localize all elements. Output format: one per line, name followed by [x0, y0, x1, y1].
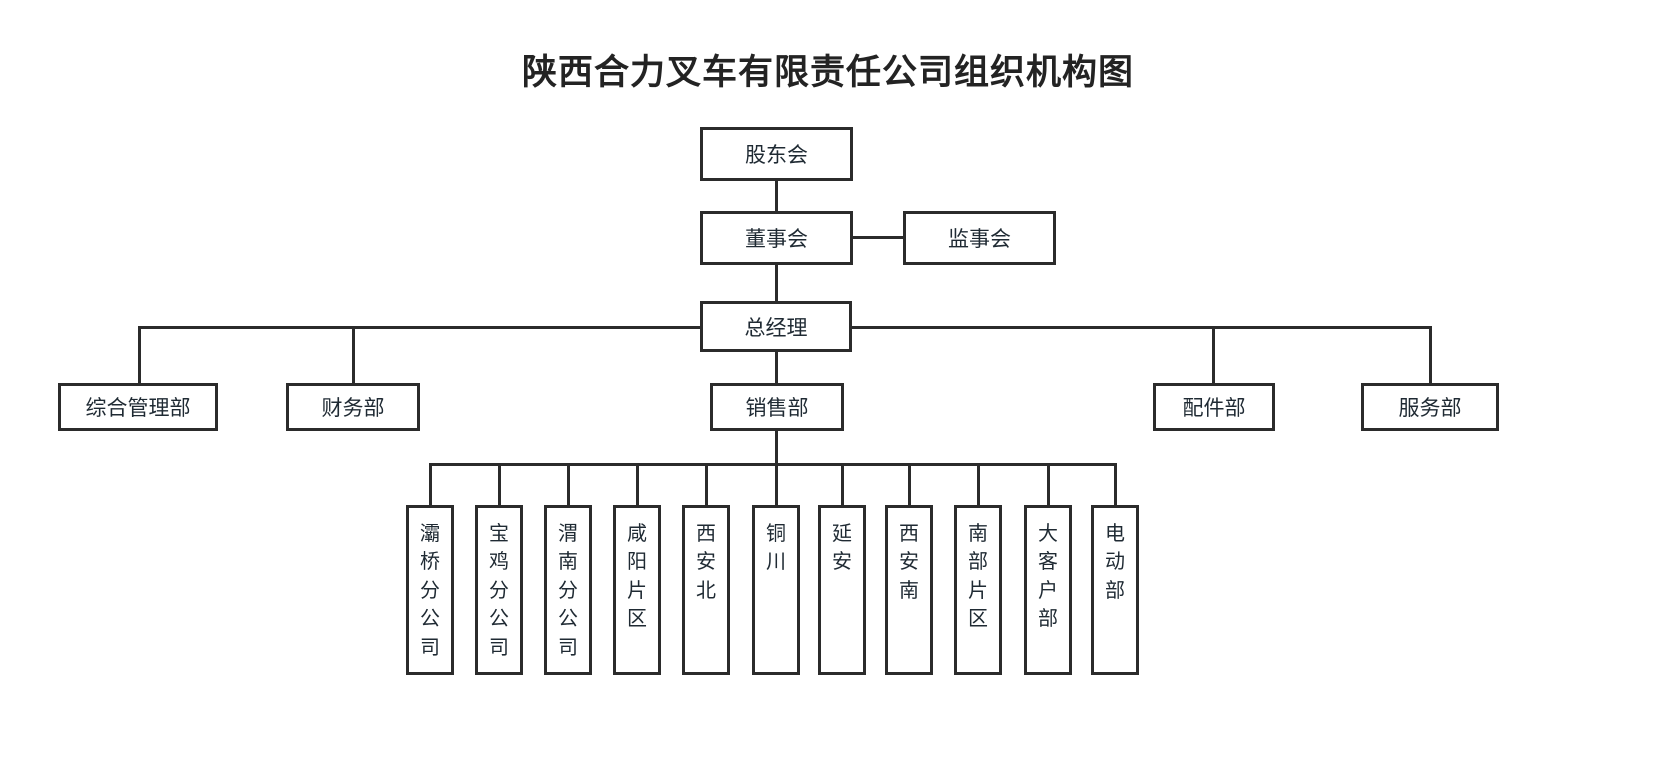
- connector-shareholders-board: [775, 180, 778, 212]
- node-sales-unit-tongchuan[interactable]: 铜川: [752, 505, 800, 675]
- node-sales-unit-xian-south[interactable]: 西安南: [885, 505, 933, 675]
- node-label-char: 大: [1038, 523, 1058, 545]
- node-label-char: 区: [968, 608, 988, 631]
- connector-leg-unit-9: [977, 463, 980, 505]
- node-label-char: 电: [1105, 523, 1125, 545]
- node-label-char: 片: [627, 579, 647, 602]
- connector-leg-unit-6: [775, 463, 778, 505]
- node-label-char: 铜: [766, 523, 786, 545]
- connector-sales-drop: [775, 430, 778, 465]
- node-label-char: 南: [558, 551, 578, 574]
- connector-leg-unit-2: [498, 463, 501, 505]
- node-sales-unit-xian-north[interactable]: 西安北: [682, 505, 730, 675]
- node-sales-unit-weinan-branch[interactable]: 渭南分公司: [544, 505, 592, 675]
- node-department-comprehensive-management[interactable]: 综合管理部: [58, 383, 218, 431]
- node-label-char: 安: [832, 551, 852, 574]
- node-label-char: 北: [696, 579, 716, 602]
- connector-leg-dept-1: [138, 326, 141, 383]
- node-label-char: 客: [1038, 551, 1058, 574]
- node-board-of-directors[interactable]: 董事会: [700, 211, 853, 265]
- node-sales-unit-key-accounts[interactable]: 大客户部: [1024, 505, 1072, 675]
- node-label-char: 公: [420, 608, 440, 631]
- node-label-char: 部: [1038, 608, 1058, 631]
- node-label-char: 南: [968, 523, 988, 545]
- node-supervisory-board[interactable]: 监事会: [903, 211, 1056, 265]
- node-label-char: 延: [832, 523, 852, 545]
- connector-leg-dept-4: [1212, 326, 1215, 383]
- node-label-char: 部: [968, 551, 988, 574]
- connector-leg-dept-3: [775, 351, 778, 383]
- node-label-char: 宝: [489, 523, 509, 545]
- node-label-char: 公: [489, 608, 509, 631]
- node-label-char: 灞: [420, 523, 440, 545]
- node-department-service[interactable]: 服务部: [1361, 383, 1499, 431]
- node-department-finance[interactable]: 财务部: [286, 383, 420, 431]
- connector-board-supervisors: [851, 236, 905, 239]
- node-label-char: 南: [899, 579, 919, 602]
- node-label-char: 司: [558, 636, 578, 659]
- node-label-char: 西: [696, 523, 716, 545]
- node-sales-unit-yanan[interactable]: 延安: [818, 505, 866, 675]
- connector-sales-bus: [429, 463, 1117, 466]
- connector-leg-unit-1: [429, 463, 432, 505]
- node-label-char: 分: [558, 579, 578, 602]
- node-label-char: 区: [627, 608, 647, 631]
- node-label-char: 安: [899, 551, 919, 574]
- node-sales-unit-xianyang-area[interactable]: 咸阳片区: [613, 505, 661, 675]
- node-label-char: 渭: [558, 523, 578, 545]
- connector-leg-unit-8: [908, 463, 911, 505]
- page-title: 陕西合力叉车有限责任公司组织机构图: [521, 53, 1134, 92]
- connector-leg-unit-5: [705, 463, 708, 505]
- node-label-char: 分: [420, 579, 440, 602]
- node-label-char: 部: [1105, 579, 1125, 602]
- node-label-char: 司: [420, 636, 440, 659]
- node-label-char: 司: [489, 636, 509, 659]
- connector-leg-unit-3: [567, 463, 570, 505]
- node-sales-unit-electric-vehicle[interactable]: 电动部: [1091, 505, 1139, 675]
- connector-leg-dept-5: [1429, 326, 1432, 383]
- node-label-char: 户: [1038, 579, 1058, 602]
- connector-board-general-manager: [775, 264, 778, 302]
- node-label-char: 动: [1105, 551, 1125, 574]
- node-label-char: 西: [899, 523, 919, 545]
- connector-leg-unit-11: [1114, 463, 1117, 505]
- node-label-char: 片: [968, 579, 988, 602]
- node-department-parts[interactable]: 配件部: [1153, 383, 1275, 431]
- connector-leg-dept-2: [352, 326, 355, 383]
- node-label-char: 公: [558, 608, 578, 631]
- node-label-char: 川: [766, 551, 786, 574]
- node-sales-unit-southern-area[interactable]: 南部片区: [954, 505, 1002, 675]
- node-label-char: 咸: [627, 523, 647, 545]
- node-label-char: 鸡: [489, 551, 509, 574]
- node-shareholders[interactable]: 股东会: [700, 127, 853, 181]
- node-sales-unit-baoji-branch[interactable]: 宝鸡分公司: [475, 505, 523, 675]
- node-label-char: 分: [489, 579, 509, 602]
- node-label-char: 阳: [627, 551, 647, 574]
- node-sales-unit-baqiao-branch[interactable]: 灞桥分公司: [406, 505, 454, 675]
- node-general-manager[interactable]: 总经理: [700, 301, 852, 352]
- connector-leg-unit-10: [1047, 463, 1050, 505]
- node-label-char: 安: [696, 551, 716, 574]
- node-department-sales[interactable]: 销售部: [710, 383, 844, 431]
- connector-leg-unit-4: [636, 463, 639, 505]
- connector-leg-unit-7: [841, 463, 844, 505]
- node-label-char: 桥: [420, 551, 440, 574]
